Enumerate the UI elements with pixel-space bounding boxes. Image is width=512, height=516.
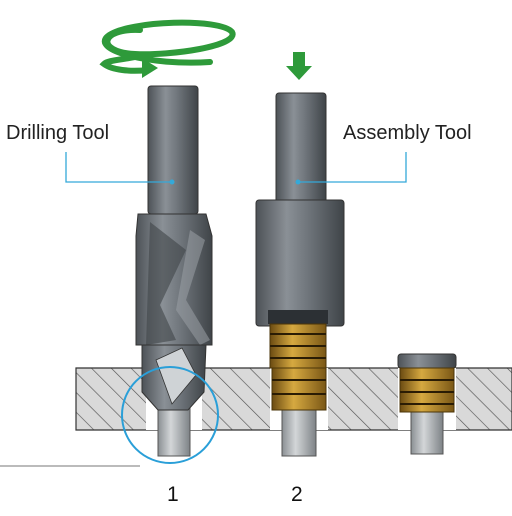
drilling-tool	[135, 85, 213, 411]
assembly-tool	[255, 92, 345, 411]
drilling-tool-label: Drilling Tool	[6, 122, 110, 144]
installed-insert	[397, 353, 457, 413]
assembly-tool-label: Assembly Tool	[343, 122, 472, 144]
down-arrow-icon	[286, 52, 312, 80]
assembly-leader	[295, 152, 407, 185]
rotation-arrow-icon	[99, 19, 236, 78]
step-number-2: 2	[291, 483, 303, 506]
step-number-1: 1	[167, 483, 179, 506]
drilling-leader	[65, 152, 175, 185]
highlight-circle	[121, 366, 219, 464]
